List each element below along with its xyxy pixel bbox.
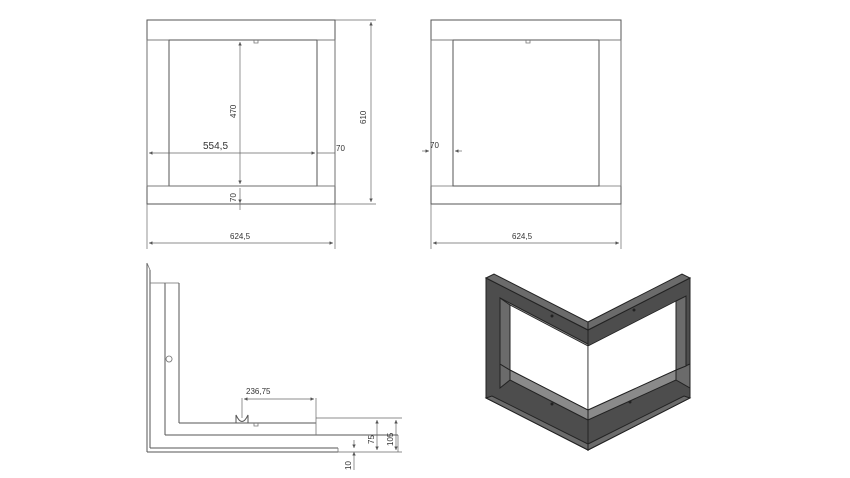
front-outer-frame xyxy=(146,19,336,205)
section-dim-height-b: 105 xyxy=(386,432,395,446)
rear-view: 70 624,5 xyxy=(422,19,622,249)
dim-inner-width: 554,5 xyxy=(203,141,228,152)
section-dim-thickness: 10 xyxy=(344,461,353,470)
isometric-view xyxy=(484,273,692,451)
dim-total-width: 624,5 xyxy=(230,232,251,241)
dim-inner-height: 470 xyxy=(229,104,238,118)
section-view: 236,75 75 105 10 xyxy=(146,262,402,470)
section-dim-offset: 236,75 xyxy=(246,387,271,396)
rear-inner-opening xyxy=(452,39,600,187)
front-inner-opening xyxy=(168,39,318,187)
rear-outer-frame xyxy=(430,19,622,205)
dim-side-width: 70 xyxy=(336,144,345,153)
section-dim-height-a: 75 xyxy=(367,435,376,444)
rear-dim-side-width: 70 xyxy=(430,141,439,150)
dim-total-height: 610 xyxy=(359,110,368,124)
rear-dim-total-width: 624,5 xyxy=(512,232,533,241)
front-view: 554,5 470 70 70 610 624,5 xyxy=(146,19,376,249)
dim-bottom-height: 70 xyxy=(229,193,238,202)
